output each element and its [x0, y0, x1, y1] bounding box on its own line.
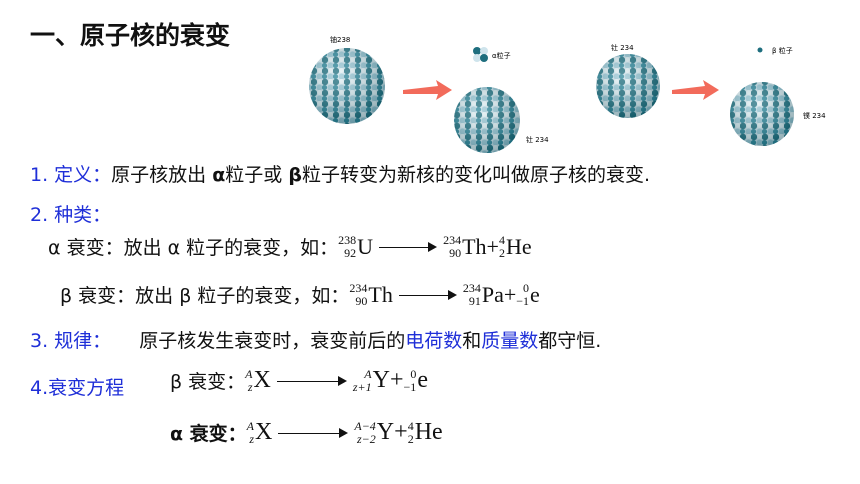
p1-symbol: Pa [481, 281, 504, 307]
lhs-symbol: X [253, 367, 271, 393]
alpha-particle-icon [473, 47, 488, 62]
lhs-mass: A [246, 418, 255, 433]
decay-diagram: 铀238 α粒子 钍 234 钍 234 β 粒子 镤 234 [309, 35, 826, 153]
definition-line: 1. 定义：原子核放出 α粒子或 β粒子转变为新核的变化叫做原子核的衰变. [30, 160, 650, 187]
lhs-mass: A [245, 366, 253, 381]
page-title: 一、原子核的衰变 [30, 21, 231, 50]
lhs-z: 90 [355, 293, 368, 308]
alpha-particle-label: α粒子 [492, 51, 511, 60]
p2-mass: 0 [410, 366, 417, 381]
definition-beta: β [288, 164, 302, 186]
beta-decay-text: β 衰变：放出 β 粒子的衰变，如： [60, 285, 350, 307]
reaction-arrow-icon [398, 289, 457, 301]
definition-text-c: 粒子转变为新核的变化叫做原子核的衰变. [301, 164, 650, 186]
p2-z: 2 [498, 245, 505, 260]
decay-arrow-1-icon [403, 80, 452, 100]
reaction-arrow-icon [379, 241, 438, 253]
th234-label-b: 钍 234 [611, 43, 634, 52]
p2-mass: 4 [498, 232, 505, 247]
lhs-symbol: Th [368, 281, 393, 307]
reaction-arrow-icon [276, 375, 347, 387]
law-label: 3. 规律： [30, 330, 112, 352]
p1-mass: A [364, 366, 372, 381]
alpha-general-label: α 衰变： [170, 423, 247, 445]
plus-sign: + [389, 367, 404, 393]
beta-general-label: β 衰变： [170, 371, 246, 393]
p2-mass: 4 [407, 418, 414, 433]
p1-mass: 234 [443, 232, 462, 247]
lhs-z: z [249, 431, 255, 446]
p1-z: z−2 [357, 431, 376, 446]
lhs-z: z [247, 379, 253, 394]
law-text-c: 都守恒. [538, 330, 602, 352]
p2-z: −1 [516, 293, 530, 308]
u238-label: 铀238 [330, 35, 350, 44]
p2-symbol: He [505, 233, 532, 259]
p1-symbol: Y [372, 367, 390, 393]
p1-symbol: Y [376, 419, 395, 445]
lhs-mass: 238 [338, 232, 357, 247]
p2-symbol: He [414, 419, 443, 445]
alpha-decay-text: α 衰变：放出 α 粒子的衰变，如： [48, 237, 339, 259]
p1-mass: 234 [462, 280, 481, 295]
lhs-mass: 234 [349, 280, 368, 295]
plus-sign: + [394, 419, 408, 445]
p1-symbol: Th [462, 233, 487, 259]
lhs-z: 92 [344, 245, 357, 260]
p1-z: 90 [449, 245, 462, 260]
law-text-a: 原子核发生衰变时，衰变前后的 [139, 330, 406, 352]
protactinium-nucleus-icon [730, 82, 794, 146]
plus-sign: + [486, 233, 499, 259]
law-line: 3. 规律： 原子核发生衰变时，衰变前后的电荷数和质量数都守恒. [30, 326, 601, 353]
pa234-label: 镤 234 [803, 111, 826, 120]
types-label: 2. 种类： [30, 204, 112, 226]
p1-mass: A−4 [354, 418, 376, 433]
lhs-symbol: U [357, 233, 374, 259]
p1-z: 91 [468, 293, 481, 308]
thorium-nucleus-icon [454, 87, 520, 153]
definition-alpha: α [212, 164, 226, 186]
law-mass: 质量数 [481, 330, 539, 352]
p2-z: −1 [403, 379, 417, 394]
beta-particle-icon [757, 47, 763, 53]
p2-symbol: e [530, 281, 540, 307]
p2-mass: 0 [523, 280, 530, 295]
p2-z: 2 [407, 431, 414, 446]
law-charge: 电荷数 [405, 330, 463, 352]
uranium-nucleus-icon [309, 48, 385, 124]
thorium-nucleus-2-icon [596, 54, 660, 118]
law-text-b: 和 [462, 330, 482, 352]
th234-label-a: 钍 234 [526, 135, 549, 144]
equations-label: 4.衰变方程 [30, 377, 125, 399]
reaction-arrow-icon [278, 427, 349, 439]
definition-text-b: 粒子或 [225, 164, 289, 186]
p1-z: z+1 [352, 379, 372, 394]
definition-text-a: 原子核放出 [111, 164, 213, 186]
beta-particle-label: β 粒子 [772, 46, 793, 55]
lhs-symbol: X [255, 419, 273, 445]
plus-sign: + [503, 281, 517, 307]
decay-arrow-2-icon [672, 80, 719, 100]
definition-label: 1. 定义： [30, 164, 112, 186]
p2-symbol: e [417, 367, 428, 393]
